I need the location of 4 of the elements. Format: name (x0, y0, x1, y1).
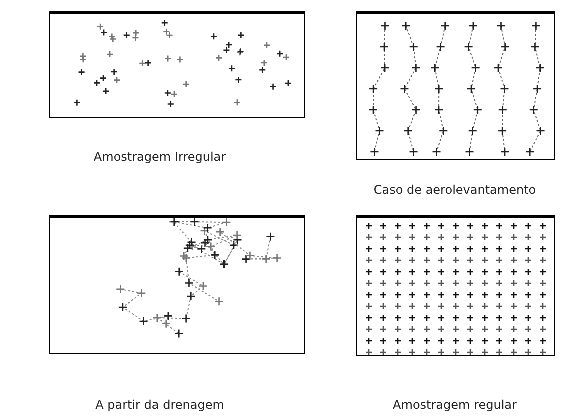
panel-caption: Amostragem Irregular (94, 150, 226, 164)
panel-caption: A partir da drenagem (96, 398, 224, 412)
panel-caption: Amostragem regular (393, 398, 517, 412)
panel-caption: Caso de aerolevantamento (374, 183, 536, 197)
